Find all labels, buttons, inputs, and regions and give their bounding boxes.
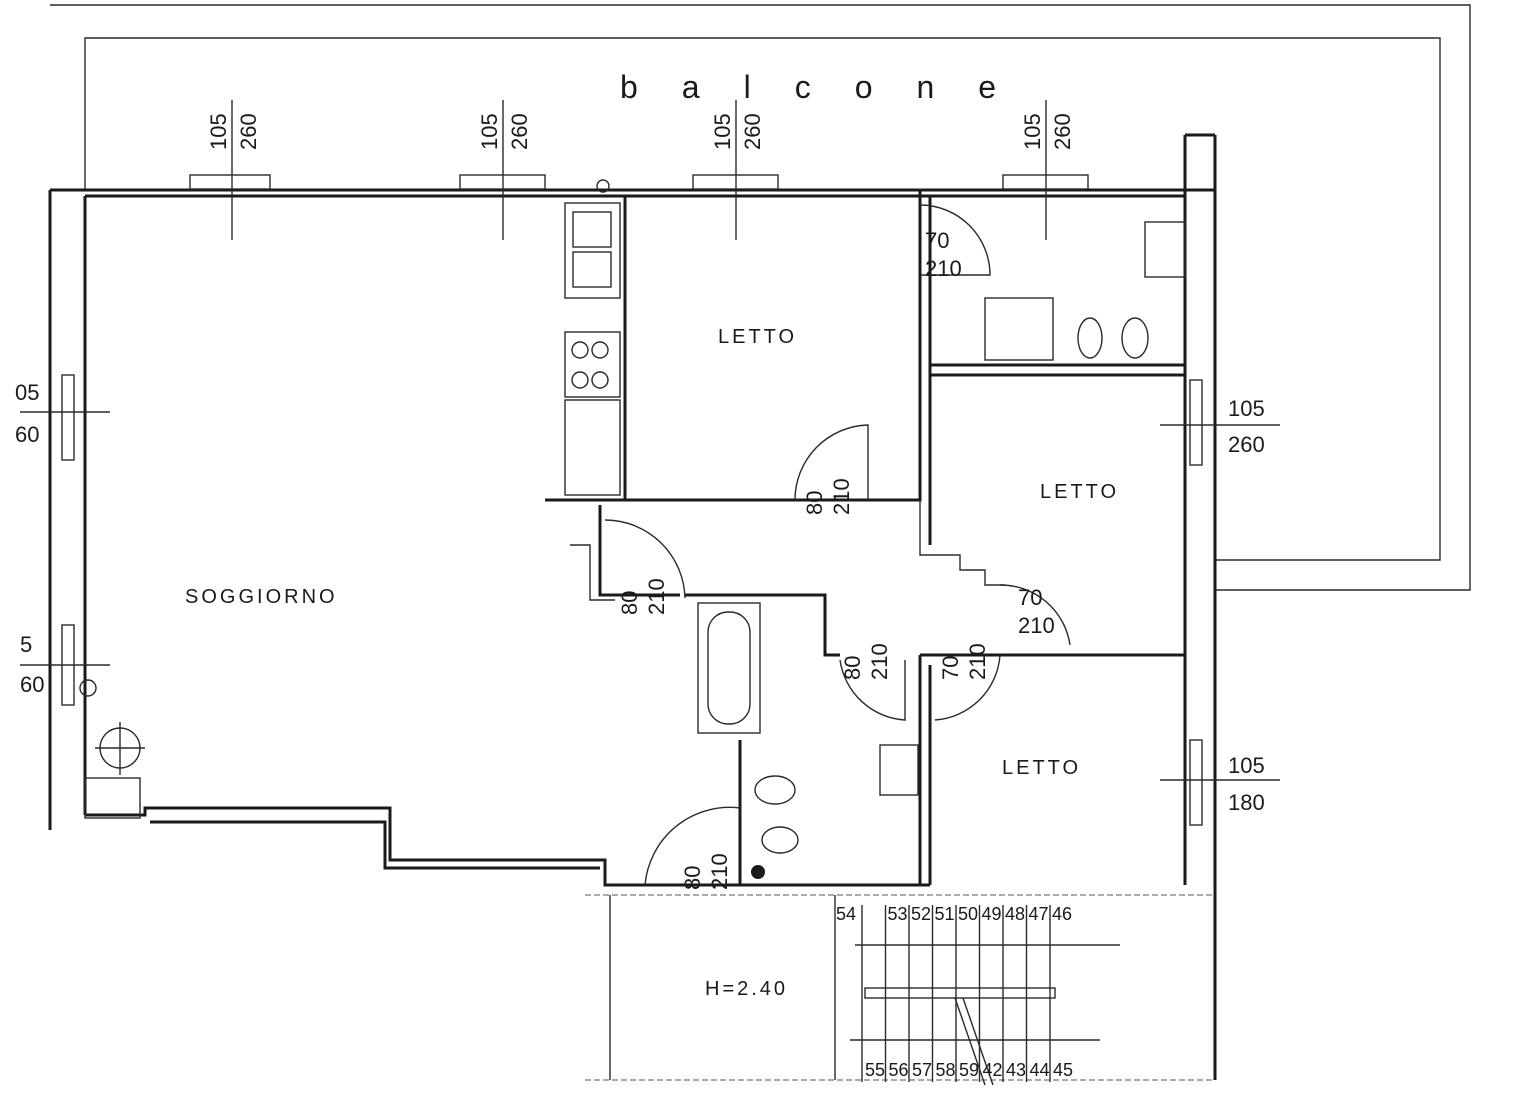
door-height-label: 210 [829,478,854,515]
stair-step-number: 46 [1052,904,1072,924]
window-height-label: 260 [1228,432,1265,457]
door-width-label: 70 [938,656,963,680]
balcony-label: balcone [620,69,1040,105]
bidet-2 [754,775,796,805]
stair-step-number: 47 [1029,904,1049,924]
shower [984,297,1054,361]
window-width-label: 5 [20,632,32,657]
window-height-label: 260 [740,113,765,150]
room-label-letto-1: LETTO [718,326,797,348]
room-label-soggiorno: SOGGIORNO [185,586,338,608]
door-height-label: 210 [867,643,892,680]
staircase [585,894,1215,1086]
stair-step-number: 49 [982,904,1002,924]
window-width-label: 105 [477,113,502,150]
stair-step-number: 43 [1006,1060,1026,1080]
balcony: balcone [50,4,1471,591]
stair-step-number: 42 [983,1060,1003,1080]
stair-step-number: 56 [889,1060,909,1080]
stair-step-number: 50 [958,904,978,924]
toilet [1121,317,1149,359]
stair-step-number: 45 [1053,1060,1073,1080]
stove [564,331,621,398]
window-width-label: 05 [15,380,39,405]
door-swings [604,204,1071,886]
door-height-label: 210 [644,578,669,615]
room-label-letto-2: LETTO [1040,481,1119,503]
stair-step-number: 58 [936,1060,956,1080]
windows [20,100,1280,826]
washbasin [1144,221,1186,278]
window-width-label: 105 [1228,396,1265,421]
toilet-2 [761,826,799,854]
interior-walls [545,190,1185,885]
window-height-label: 260 [507,113,532,150]
door-height-label: 210 [925,256,962,281]
stair-step-number: 59 [959,1060,979,1080]
door-height-label: 210 [707,853,732,890]
window-width-label: 105 [710,113,735,150]
stair-step-number: 48 [1005,904,1025,924]
window-width-label: 105 [206,113,231,150]
stair-height-label: H=2.40 [705,978,788,1000]
washbasin-2 [879,744,919,796]
stair-step-number: 55 [865,1060,885,1080]
door-width-label: 80 [617,591,642,615]
stair-step-number: 52 [911,904,931,924]
room-label-letto-3: LETTO [1002,757,1081,779]
stair-step-number: 54 [836,904,856,924]
window-width-label: 105 [1228,753,1265,778]
stair-step-number: 51 [935,904,955,924]
bathtub [697,602,761,734]
window-height-label: 60 [15,422,39,447]
stair-step-number: 44 [1030,1060,1050,1080]
sink-counter [564,202,621,299]
stair-step-number: 57 [912,1060,932,1080]
window-width-label: 105 [1020,113,1045,150]
fixtures [79,179,1186,879]
door-width-label: 80 [840,656,865,680]
window-height-label: 260 [1050,113,1075,150]
window-height-label: 180 [1228,790,1265,815]
door-width-label: 80 [802,491,827,515]
bidet [1077,317,1103,359]
window-height-label: 260 [236,113,261,150]
door-height-label: 210 [965,643,990,680]
window-height-label: 60 [20,672,44,697]
door-width-label: 70 [925,228,949,253]
door-width-label: 70 [1018,585,1042,610]
door-height-label: 210 [1018,613,1055,638]
door-width-label: 80 [680,866,705,890]
stair-step-number: 53 [888,904,908,924]
